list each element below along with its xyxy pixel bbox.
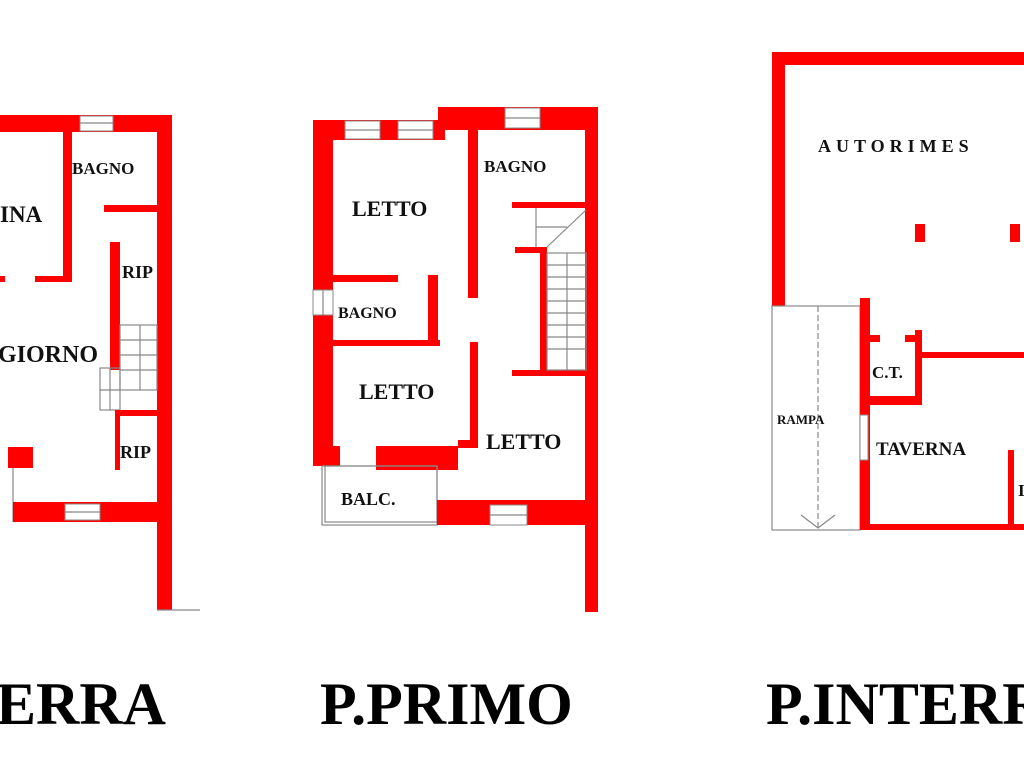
plan-title: ERRA bbox=[0, 671, 166, 737]
room-label: BAGNO bbox=[484, 157, 546, 176]
wall bbox=[110, 242, 120, 370]
plan-line bbox=[546, 209, 587, 248]
pillar bbox=[1010, 224, 1020, 242]
room-label: RAMPA bbox=[777, 412, 825, 427]
room-label: GIORNO bbox=[0, 342, 98, 368]
staircase bbox=[99, 324, 158, 411]
room-label: C.T. bbox=[872, 363, 903, 382]
room-label: RIP bbox=[120, 442, 151, 462]
room-label: I bbox=[1018, 481, 1024, 500]
wall bbox=[324, 465, 438, 523]
wall bbox=[870, 335, 880, 342]
plan-first-floor: BAGNO LETTO BAGNO LETTO LETTO BALC. P.PR… bbox=[312, 107, 598, 737]
wall bbox=[333, 340, 440, 346]
room-label: TAVERNA bbox=[876, 439, 966, 460]
room-label: BALC. bbox=[341, 489, 396, 509]
wall bbox=[905, 335, 922, 342]
staircase bbox=[535, 208, 587, 371]
wall bbox=[585, 107, 598, 612]
plan-basement: AUTORIMES C.T. RAMPA TAVERNA I P.INTERR bbox=[766, 52, 1024, 737]
wall bbox=[104, 205, 157, 212]
room-label: LETTO bbox=[352, 196, 427, 221]
wall bbox=[772, 52, 785, 306]
wall bbox=[512, 370, 590, 376]
plan-line bbox=[800, 514, 836, 529]
wall bbox=[870, 396, 922, 405]
room-label: RIP bbox=[122, 262, 153, 282]
wall bbox=[157, 115, 172, 610]
room-label: BAGNO bbox=[72, 159, 134, 178]
wall bbox=[772, 52, 1024, 65]
wall bbox=[8, 447, 33, 468]
wall bbox=[333, 275, 398, 282]
plan-title: P.INTERR bbox=[766, 671, 1024, 737]
wall bbox=[915, 330, 922, 405]
wall bbox=[458, 440, 478, 448]
wall bbox=[115, 410, 120, 470]
wall bbox=[860, 298, 870, 530]
room-label: INA bbox=[0, 202, 43, 227]
wall bbox=[512, 202, 590, 208]
room-label: AUTORIMES bbox=[818, 136, 974, 156]
wall bbox=[515, 247, 545, 253]
pillar bbox=[915, 224, 925, 242]
wall bbox=[860, 524, 1024, 530]
wall bbox=[1008, 450, 1014, 524]
wall bbox=[922, 352, 1024, 358]
wall bbox=[468, 130, 478, 298]
window bbox=[859, 414, 869, 461]
wall bbox=[119, 324, 158, 391]
wall bbox=[115, 410, 157, 416]
wall bbox=[470, 342, 478, 448]
room-label: BAGNO bbox=[338, 305, 397, 322]
wall bbox=[540, 247, 547, 370]
room-label: LETTO bbox=[486, 429, 561, 454]
plan-title: P.PRIMO bbox=[320, 671, 573, 737]
wall bbox=[0, 276, 5, 282]
plan-ground-floor: BAGNO INA RIP GIORNO RIP ERRA bbox=[0, 115, 200, 737]
wall bbox=[35, 276, 72, 282]
wall bbox=[428, 275, 438, 345]
wall bbox=[313, 446, 340, 466]
room-label: LETTO bbox=[359, 379, 434, 404]
wall bbox=[63, 132, 72, 282]
